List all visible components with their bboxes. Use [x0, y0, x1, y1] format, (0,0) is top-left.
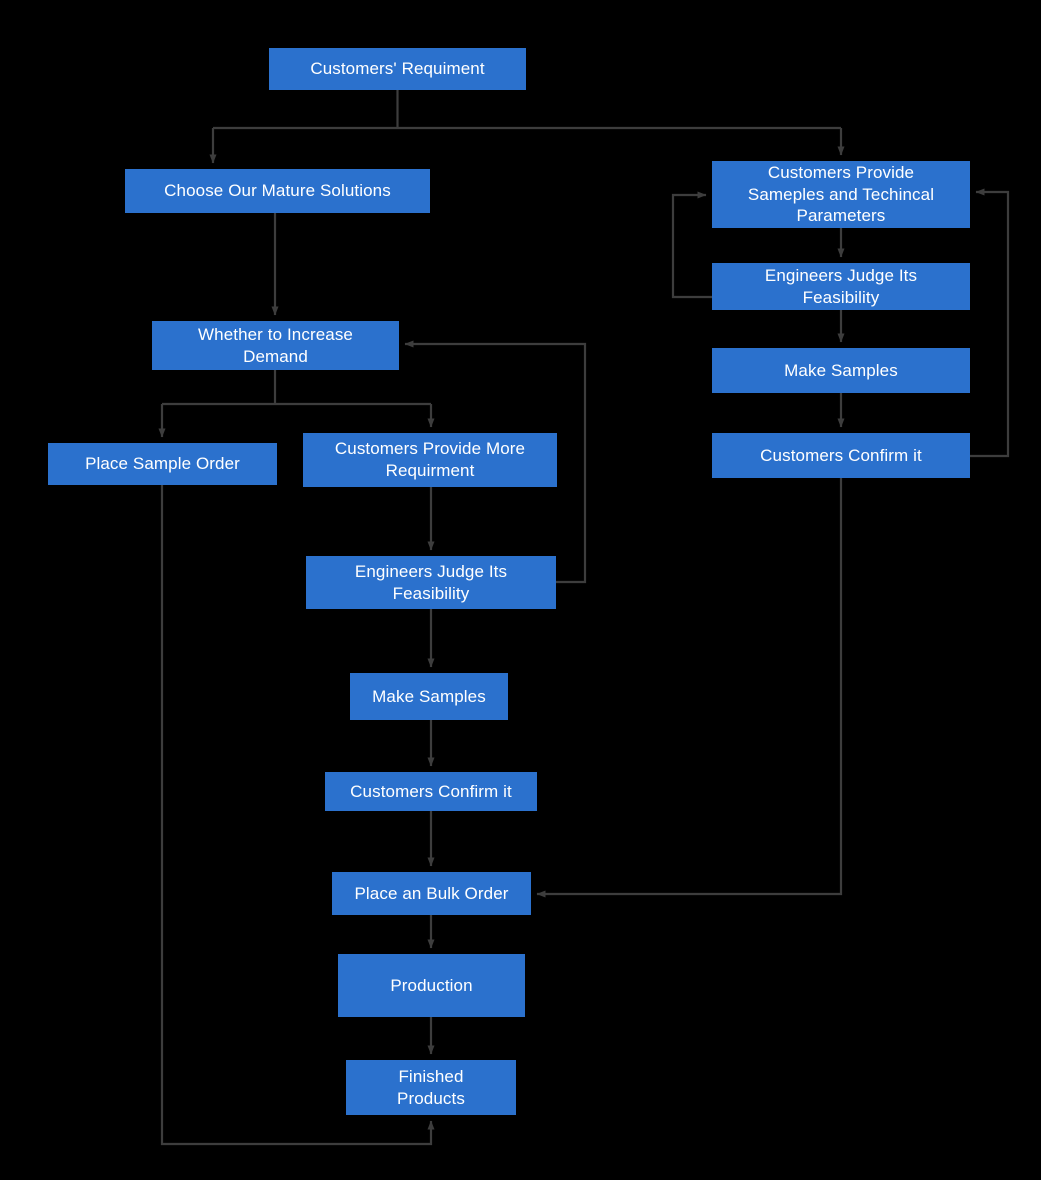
connector-confirm-right-back-to-sameples: [970, 188, 1010, 458]
connector-place-sample-order-to-finished-products: [160, 485, 435, 1146]
node-customers-requiment[interactable]: Customers' Requiment: [269, 48, 526, 90]
node-customers-confirm-it-middle[interactable]: Customers Confirm it: [325, 772, 537, 811]
node-make-samples-middle[interactable]: Make Samples: [350, 673, 508, 720]
connector-confirm-right-to-bulk-order: [536, 478, 843, 898]
node-engineers-judge-its-feasibility-middle[interactable]: Engineers Judge Its Feasibility: [306, 556, 556, 609]
connector-engineers-judge-right-back-to-sameples: [671, 191, 712, 299]
node-make-samples-right[interactable]: Make Samples: [712, 348, 970, 393]
node-place-sample-order[interactable]: Place Sample Order: [48, 443, 277, 485]
node-whether-to-increase-demand[interactable]: Whether to Increase Demand: [152, 321, 399, 370]
node-place-an-bulk-order[interactable]: Place an Bulk Order: [332, 872, 531, 915]
node-production[interactable]: Production: [338, 954, 525, 1017]
node-customers-provide-more-requirment[interactable]: Customers Provide More Requirment: [303, 433, 557, 487]
node-choose-our-mature-solutions[interactable]: Choose Our Mature Solutions: [125, 169, 430, 213]
node-customers-confirm-it-right[interactable]: Customers Confirm it: [712, 433, 970, 478]
node-customers-provide-sameples-and-techincal-parameters[interactable]: Customers Provide Sameples and Techincal…: [712, 161, 970, 228]
connector-engineers-judge-middle-back-to-whether-demand: [404, 340, 587, 584]
node-finished-products[interactable]: Finished Products: [346, 1060, 516, 1115]
node-engineers-judge-its-feasibility-right[interactable]: Engineers Judge Its Feasibility: [712, 263, 970, 310]
